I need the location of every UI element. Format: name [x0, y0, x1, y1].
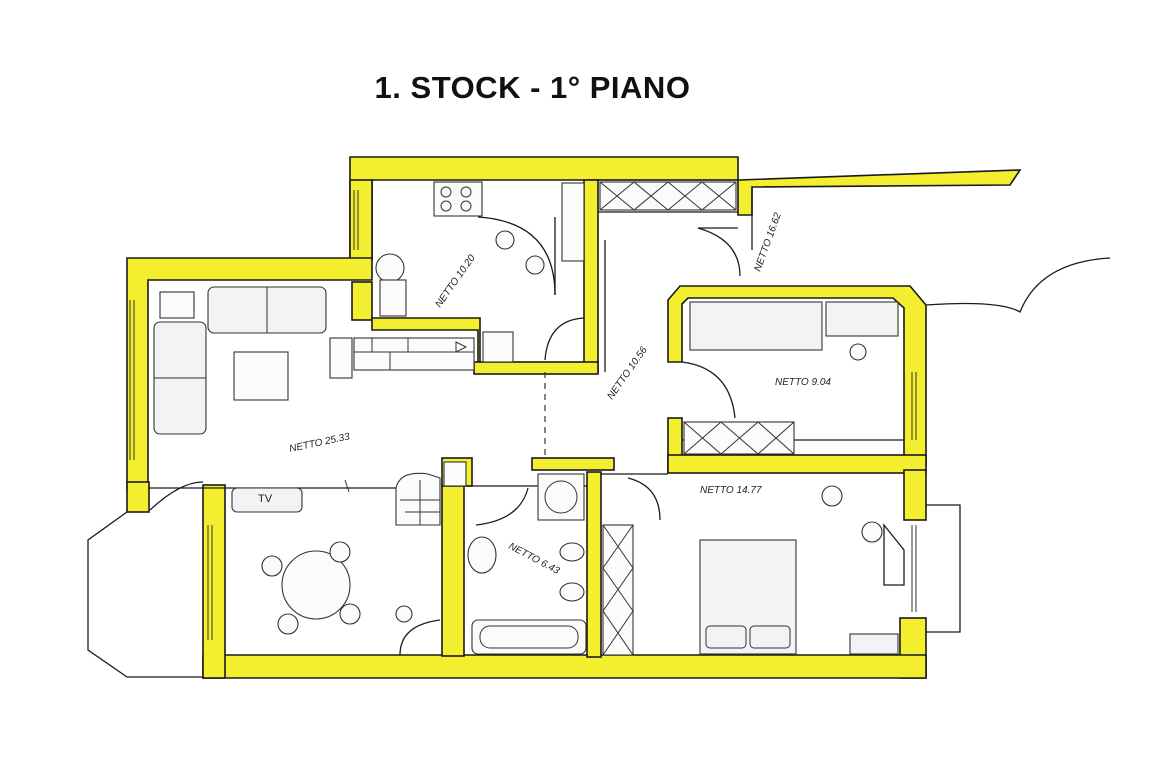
label-bedroom-master: NETTO 14.77 — [700, 485, 762, 496]
label-entry: NETTO 16.62 — [752, 211, 784, 273]
stairs — [353, 337, 475, 526]
wall-master-right-top — [903, 469, 927, 521]
door-dining — [399, 619, 441, 656]
door-master — [627, 477, 661, 521]
label-bathroom: NETTO 6.43 — [507, 541, 562, 577]
thin-lines — [87, 179, 1111, 678]
wall-kitchen-stub — [351, 281, 373, 321]
dining-furniture — [261, 461, 467, 635]
bedroom-furniture — [689, 301, 899, 655]
wardrobes — [599, 181, 795, 656]
wall-bath-master — [586, 471, 602, 658]
floor-title: 1. STOCK - 1° PIANO — [374, 70, 691, 105]
wall-living-left-bottom — [126, 481, 150, 513]
bathroom-fixtures — [467, 473, 587, 655]
tv-unit — [231, 487, 303, 513]
wall-kitchen-left — [349, 179, 373, 261]
door-entry — [697, 227, 741, 277]
doors — [149, 216, 905, 656]
door-bath — [475, 487, 529, 526]
wall-bottom — [202, 654, 927, 679]
wall-dining-left — [202, 484, 226, 679]
label-bedroom-small: NETTO 9.04 — [775, 377, 831, 388]
door-kitchen — [477, 216, 556, 296]
wall-dining-bath — [441, 483, 465, 657]
wall-bath-top — [531, 457, 615, 471]
living-furniture: TV — [153, 286, 353, 513]
door-hall — [544, 317, 585, 361]
label-living: NETTO 25.33 — [288, 431, 351, 455]
tv-label: TV — [258, 493, 273, 505]
kitchen-fixtures — [375, 181, 585, 363]
door-living — [149, 481, 204, 511]
door-bedroom-small — [681, 361, 736, 419]
label-hall: NETTO 10.56 — [605, 345, 650, 402]
wall-bedroom-divider — [667, 454, 927, 474]
wall-stair-bottom — [473, 361, 599, 375]
wall-kitchen-hall — [583, 179, 599, 373]
label-kitchen: NETTO 10.20 — [433, 253, 478, 310]
